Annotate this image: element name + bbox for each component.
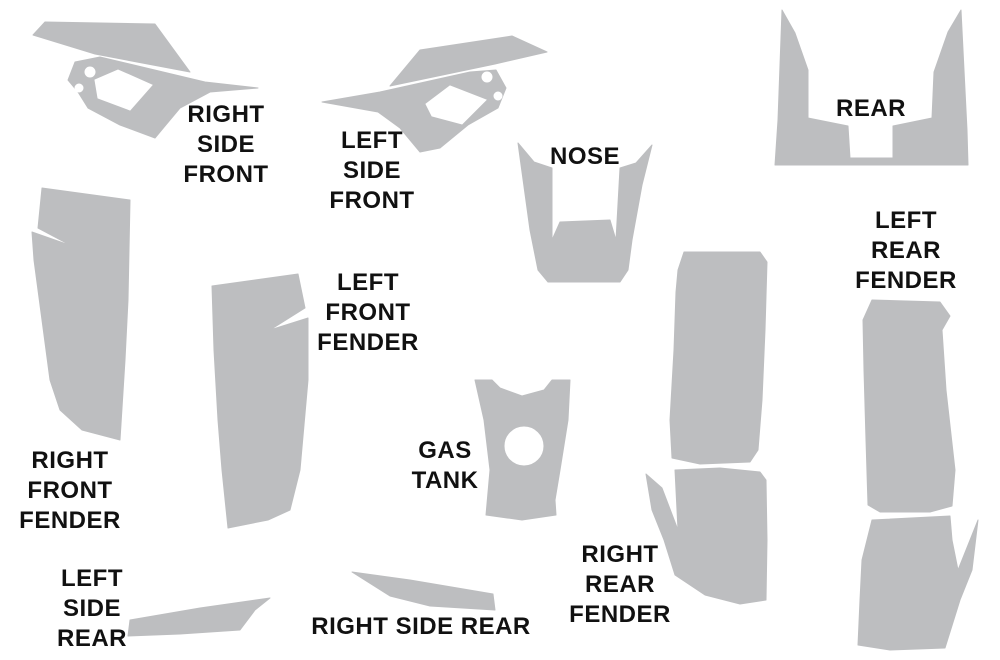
label-right-rear-fender: RIGHT REAR FENDER bbox=[569, 541, 671, 628]
label-right-front-fender: RIGHT FRONT FENDER bbox=[19, 447, 121, 534]
nose-part bbox=[517, 142, 653, 283]
right-front-fender-part bbox=[31, 187, 131, 441]
left-side-rear-part bbox=[127, 597, 271, 637]
rear-part bbox=[774, 9, 969, 166]
label-left-side-rear: LEFT SIDE REAR bbox=[56, 565, 127, 652]
label-nose: NOSE bbox=[549, 143, 620, 170]
label-gas-tank: GAS TANK bbox=[411, 437, 479, 494]
left-front-fender-part bbox=[211, 273, 309, 529]
label-left-side-front: LEFT SIDE FRONT bbox=[329, 127, 415, 214]
label-right-side-front: RIGHT SIDE FRONT bbox=[183, 101, 269, 188]
label-right-side-rear: RIGHT SIDE REAR bbox=[311, 613, 531, 640]
right-side-front-part bbox=[32, 21, 259, 139]
label-left-rear-fender: LEFT REAR FENDER bbox=[855, 207, 957, 294]
label-rear: REAR bbox=[835, 95, 906, 122]
left-side-front-part bbox=[321, 35, 548, 153]
right-rear-fender-part bbox=[645, 251, 768, 605]
right-side-rear-part bbox=[351, 571, 496, 611]
label-left-front-fender: LEFT FRONT FENDER bbox=[317, 269, 419, 356]
left-rear-fender-part bbox=[857, 299, 979, 651]
gas-tank-part bbox=[474, 379, 571, 521]
